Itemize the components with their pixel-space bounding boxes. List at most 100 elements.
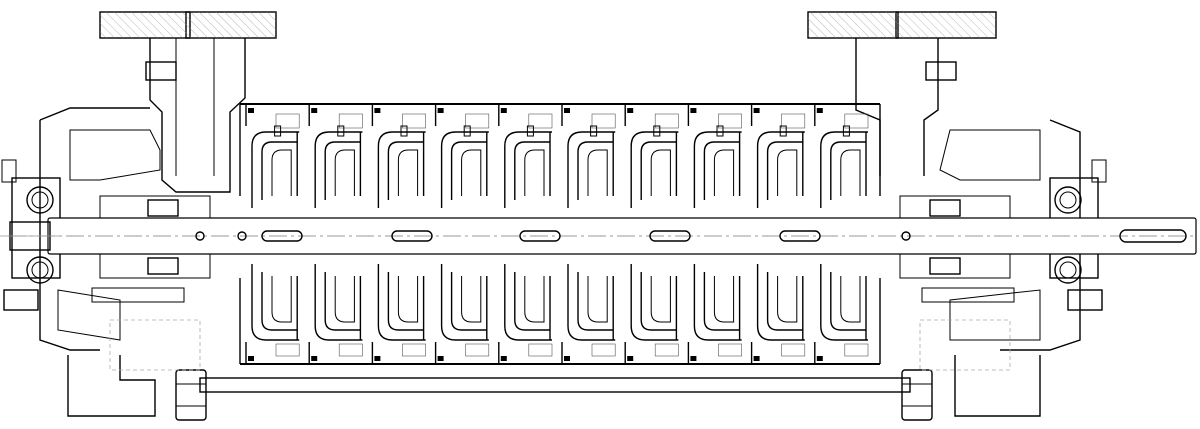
impeller-bottom: [504, 264, 552, 341]
diffuser-body-bottom: [402, 343, 426, 357]
o-ring-bottom: [753, 356, 760, 361]
o-ring-bottom: [437, 356, 444, 361]
impeller-bottom: [820, 264, 868, 341]
locating-pin: [779, 125, 787, 137]
o-ring-top: [311, 108, 318, 113]
o-ring-top: [564, 108, 570, 113]
impeller-top: [504, 131, 552, 208]
diffuser-body-bottom: [275, 343, 300, 357]
bolt-right-low: [1067, 289, 1103, 311]
diffuser-vane-top: [587, 149, 608, 196]
diffuser-body-top: [338, 113, 363, 129]
foot-left: [67, 355, 156, 417]
locating-pin: [274, 125, 282, 137]
o-ring-bottom: [564, 356, 570, 361]
impeller-bottom: [251, 264, 300, 341]
o-ring-top: [374, 108, 381, 113]
o-ring-top: [627, 108, 634, 113]
diffuser-vane-top: [713, 149, 735, 196]
impeller-bottom: [567, 264, 616, 341]
o-ring-bottom: [500, 356, 507, 361]
diffuser-vane-bottom: [334, 276, 355, 323]
diffuser-body-bottom: [781, 343, 806, 357]
impeller-top: [377, 131, 426, 208]
locating-pin: [653, 125, 661, 137]
tie-rod-right: [921, 287, 1015, 303]
diffuser-vane-bottom: [713, 276, 735, 323]
tie-rod-assembly: [175, 369, 933, 421]
locating-pin: [463, 125, 471, 137]
impeller-top: [251, 131, 300, 208]
diffuser-vane-top: [271, 149, 292, 196]
impeller-top: [440, 131, 489, 208]
diffuser-vane-top: [461, 149, 482, 196]
stud-bolt-right: [925, 61, 957, 81]
impeller-top: [820, 131, 868, 208]
suction-casing: [1, 11, 277, 417]
impeller-keyway: [519, 230, 561, 242]
diffuser-body-top: [465, 113, 490, 129]
o-ring-bottom: [690, 356, 697, 361]
diffuser-body-bottom: [528, 343, 553, 357]
o-ring-bottom: [816, 356, 823, 361]
stage-casings: [239, 103, 881, 365]
impeller-top: [314, 131, 363, 208]
impeller-keyway: [261, 230, 303, 242]
hidden-lines: [0, 235, 1011, 371]
impeller-bottom: [630, 264, 679, 341]
diffuser-body-bottom: [718, 343, 742, 357]
locating-pin: [590, 125, 598, 137]
o-ring-top: [753, 108, 760, 113]
o-ring-bottom: [248, 356, 254, 361]
diffuser-vane-top: [650, 149, 671, 196]
diffuser-vane-bottom: [840, 276, 861, 323]
discharge-casing: [807, 11, 1107, 417]
diffuser-vane-top: [397, 149, 419, 196]
pump-shaft: [8, 217, 1197, 255]
foot-right: [954, 355, 1041, 417]
suction-nozzle: [149, 38, 246, 193]
locating-pin: [400, 125, 408, 137]
shaft-hole: [195, 231, 205, 241]
diffuser-body-bottom: [591, 343, 616, 357]
o-ring-top: [690, 108, 697, 113]
discharge-nozzle: [855, 38, 939, 176]
locating-pin: [842, 125, 850, 137]
diffuser-body-top: [844, 113, 869, 129]
impeller-bottom: [693, 264, 742, 341]
stud-bolt-left: [145, 61, 177, 81]
tie-nut-right: [901, 369, 933, 421]
diffuser-body-bottom: [654, 343, 679, 357]
locating-pin: [716, 125, 724, 137]
diffuser-vane-bottom: [587, 276, 608, 323]
bolt-left-low: [3, 289, 39, 311]
grease-nipple-right: [1091, 159, 1107, 183]
o-ring-bottom: [374, 356, 381, 361]
o-ring-top: [816, 108, 823, 113]
shaft-hole: [237, 231, 247, 241]
impeller-top: [756, 131, 805, 208]
grease-nipple-left: [1, 159, 17, 183]
impeller-bottom: [756, 264, 805, 341]
diffuser-body-bottom: [465, 343, 490, 357]
diffuser-vane-bottom: [777, 276, 798, 323]
diffuser-body-bottom: [844, 343, 869, 357]
locating-pin: [526, 125, 534, 137]
diffuser-body-top: [781, 113, 806, 129]
diffuser-body-top: [591, 113, 616, 129]
o-ring-bottom: [311, 356, 318, 361]
diffuser-vane-bottom: [524, 276, 545, 323]
shaft-keyway: [1119, 229, 1187, 243]
o-ring-bottom: [627, 356, 634, 361]
diffuser-body-top: [654, 113, 679, 129]
impeller-bottom: [377, 264, 426, 341]
diffuser-body-bottom: [338, 343, 363, 357]
diffuser-vane-top: [524, 149, 545, 196]
diffuser-vane-top: [777, 149, 798, 196]
impeller-top: [567, 131, 616, 208]
diffuser-vane-bottom: [650, 276, 671, 323]
tie-rod-bottom: [199, 377, 911, 393]
diffuser-body-top: [718, 113, 742, 129]
